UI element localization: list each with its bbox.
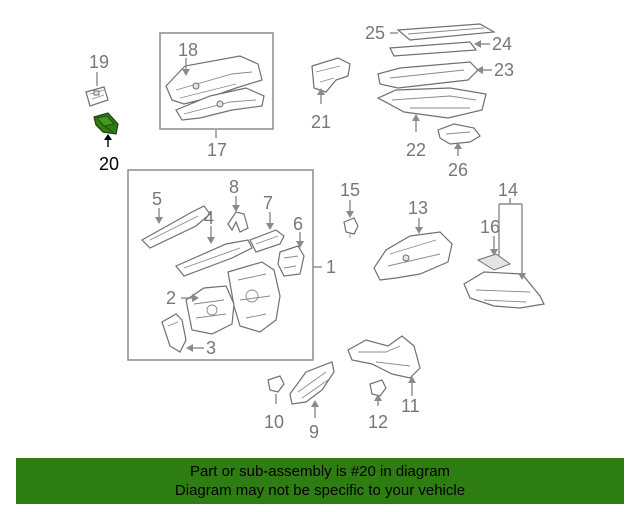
label-20: 20 — [99, 154, 119, 174]
label-10: 10 — [264, 412, 284, 432]
label-15: 15 — [340, 180, 360, 200]
part-15[interactable] — [343, 217, 359, 238]
label-9: 9 — [309, 422, 319, 442]
label-3: 3 — [206, 338, 216, 358]
part-10[interactable] — [267, 375, 285, 393]
part-26[interactable] — [437, 123, 481, 145]
part-9[interactable] — [289, 361, 335, 405]
part-13[interactable] — [373, 231, 453, 281]
label-18: 18 — [178, 40, 198, 60]
label-8: 8 — [229, 177, 239, 197]
label-19: 19 — [89, 52, 109, 72]
group-box-17 — [159, 32, 274, 130]
label-12: 12 — [368, 412, 388, 432]
label-4: 4 — [204, 208, 214, 228]
label-16: 16 — [480, 217, 500, 237]
part-23[interactable] — [377, 61, 479, 89]
label-5: 5 — [152, 189, 162, 209]
label-1: 1 — [326, 257, 336, 277]
label-24: 24 — [492, 34, 512, 54]
part-2[interactable] — [185, 285, 235, 335]
part-8[interactable] — [227, 211, 249, 233]
parts-diagram: 19 20 18 17 21 25 24 — [85, 23, 545, 442]
part-11[interactable] — [347, 335, 421, 379]
info-banner-line-1: Part or sub-assembly is #20 in diagram — [189, 463, 451, 480]
label-6: 6 — [293, 214, 303, 234]
part-14[interactable] — [463, 253, 545, 309]
label-23: 23 — [494, 60, 514, 80]
label-14: 14 — [498, 180, 518, 200]
part-7[interactable] — [249, 229, 285, 253]
part-3[interactable] — [161, 313, 187, 353]
label-22: 22 — [406, 140, 426, 160]
label-25: 25 — [365, 23, 385, 43]
part-22[interactable] — [376, 87, 487, 119]
info-banner: Part or sub-assembly is #20 in diagram D… — [16, 458, 624, 504]
label-26: 26 — [448, 160, 468, 180]
label-17: 17 — [207, 140, 227, 160]
part-6[interactable] — [277, 245, 305, 277]
info-banner-line-2: Diagram may not be specific to your vehi… — [174, 482, 466, 499]
part-5[interactable] — [141, 205, 211, 249]
part-21[interactable] — [311, 57, 351, 93]
part-17-18[interactable] — [165, 55, 265, 121]
part-1-apron[interactable] — [227, 261, 281, 333]
label-11: 11 — [401, 396, 420, 416]
part-24[interactable] — [389, 41, 478, 57]
label-21: 21 — [311, 112, 331, 132]
part-20[interactable] — [93, 112, 119, 135]
part-4[interactable] — [175, 239, 253, 277]
part-19[interactable] — [85, 86, 109, 107]
part-25[interactable] — [396, 23, 496, 41]
label-2: 2 — [166, 288, 176, 308]
group-box-1 — [127, 169, 314, 361]
label-13: 13 — [408, 198, 428, 218]
label-7: 7 — [263, 193, 273, 213]
part-12[interactable] — [369, 379, 387, 397]
